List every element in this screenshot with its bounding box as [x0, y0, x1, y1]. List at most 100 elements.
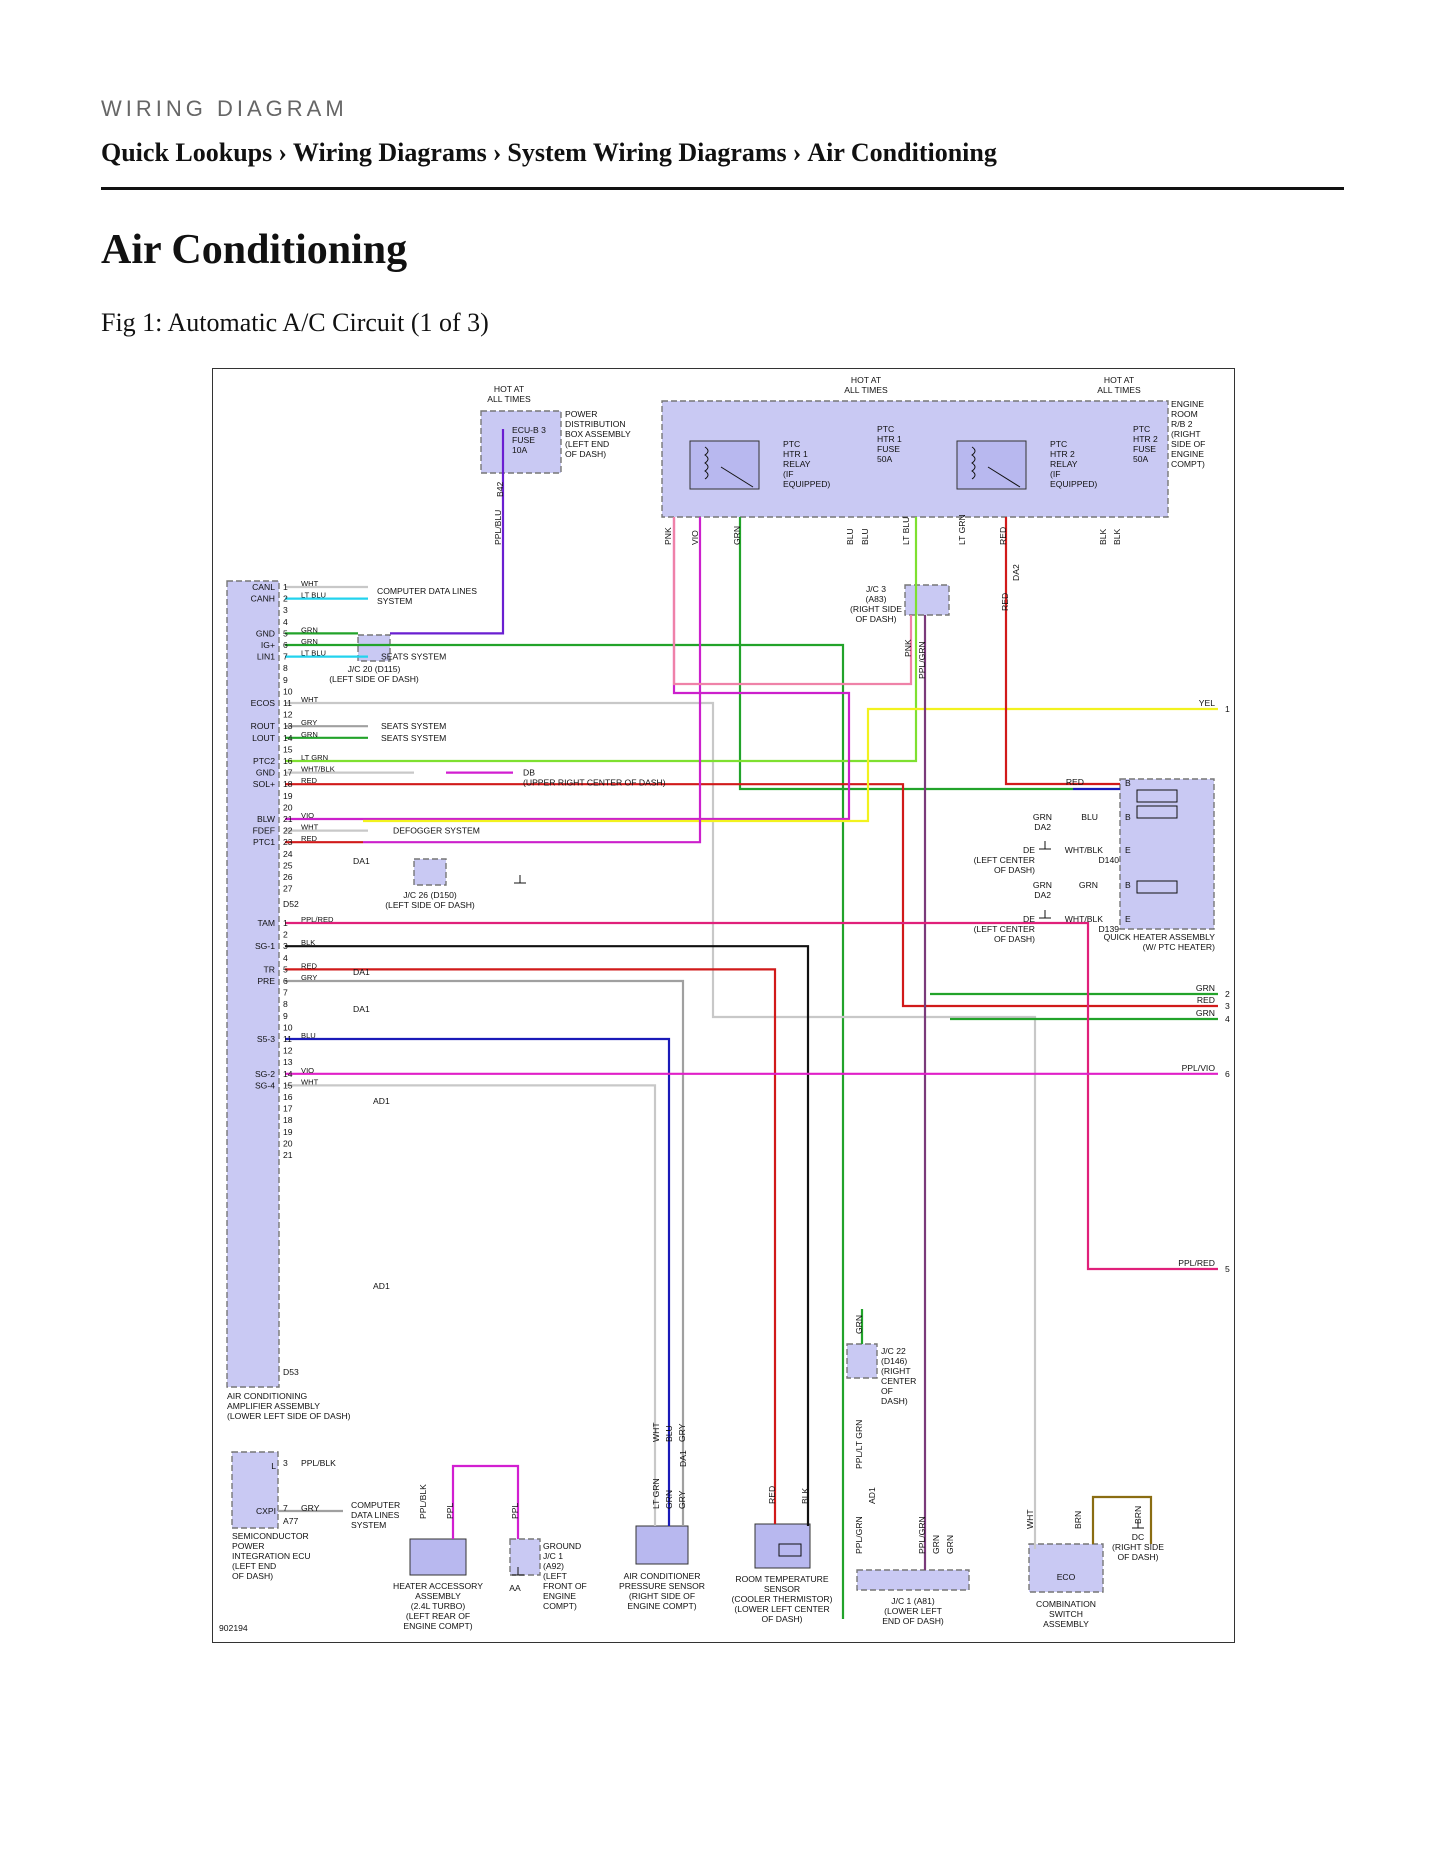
diagram-label: 18	[283, 779, 293, 789]
amplifier-pin-name: ECOS	[251, 698, 276, 708]
wire	[285, 1037, 671, 1526]
diagram-label: PPL/BLU	[493, 510, 503, 545]
diagram-label: RED	[301, 961, 318, 970]
relay-coil-icon	[704, 446, 1021, 488]
diagram-label: HOT AT	[1104, 375, 1135, 385]
inline-connector-label: AD1	[373, 1281, 390, 1291]
diagram-label: INTEGRATION ECU	[232, 1551, 311, 1561]
diagram-label: L	[271, 1461, 276, 1471]
wire	[285, 517, 918, 763]
diagram-label: 9	[283, 1011, 288, 1021]
diagram-label: D53	[283, 1367, 299, 1377]
diagram-label: EQUIPPED)	[783, 479, 830, 489]
diagram-label: RELAY	[783, 459, 811, 469]
diagram-label: 3	[283, 941, 288, 951]
diagram-label: ENGINE	[1171, 449, 1204, 459]
inline-connector-label: AD1	[373, 1096, 390, 1106]
diagram-label: AIR CONDITIONING	[227, 1391, 308, 1401]
breadcrumb: Quick Lookups›Wiring Diagrams›System Wir…	[101, 138, 997, 168]
diagram-label: (LEFT END	[565, 439, 609, 449]
offpage-ref: 4	[1225, 1014, 1230, 1024]
diagram-label: SEATS SYSTEM	[381, 733, 446, 743]
wire	[285, 701, 1037, 1549]
diagram-label: (LOWER LEFT CENTER	[734, 1604, 829, 1614]
diagram-label: PPL/BLK	[418, 1484, 428, 1519]
quick-heater-assembly	[1119, 778, 1215, 930]
diagram-label: 23	[283, 837, 293, 847]
diagram-label: 4	[283, 953, 288, 963]
diagram-label: 13	[283, 1057, 293, 1067]
diagram-label: RED	[767, 1486, 777, 1504]
diagram-label: HTR 2	[1133, 434, 1158, 444]
diagram-label: BLK	[800, 1487, 810, 1504]
diagram-label: B	[1125, 880, 1131, 890]
inline-connector-label: DA1	[353, 967, 370, 977]
diagram-label: J/C 1 (A81)	[891, 1596, 935, 1606]
diagram-label: RED	[998, 527, 1008, 545]
diagram-label: (RIGHT	[1171, 429, 1201, 439]
diagram-label: SIDE OF	[1171, 439, 1205, 449]
diagram-label: OF DASH)	[1117, 1552, 1158, 1562]
diagram-label: SWITCH	[1049, 1609, 1083, 1619]
diagram-label: AIR CONDITIONER	[624, 1571, 701, 1581]
diagram-label: GRN	[1033, 812, 1052, 822]
diagram-label: FRONT OF	[543, 1581, 587, 1591]
diagram-id: 902194	[219, 1623, 248, 1633]
diagram-label: COMPT)	[543, 1601, 577, 1611]
diagram-label: ENGINE	[543, 1591, 576, 1601]
breadcrumb-item-system-wiring-diagrams[interactable]: System Wiring Diagrams	[507, 138, 787, 167]
inline-connector-label: DA1	[353, 856, 370, 866]
wire	[390, 429, 505, 635]
diagram-label: 17	[283, 768, 293, 778]
diagram-label: GROUND	[543, 1541, 581, 1551]
diagram-label: 1	[283, 582, 288, 592]
wires-layer	[278, 429, 1218, 1619]
breadcrumb-separator: ›	[278, 138, 287, 167]
diagram-label: ENGINE COMPT)	[403, 1621, 472, 1631]
diagram-label: 8	[283, 663, 288, 673]
offpage-ref: 2	[1225, 989, 1230, 999]
diagram-label: 5	[283, 964, 288, 974]
breadcrumb-item-quick-lookups[interactable]: Quick Lookups	[101, 138, 273, 167]
resistor-icon	[778, 789, 1178, 1557]
diagram-label: VIO	[301, 811, 314, 820]
diagram-label: EQUIPPED)	[1050, 479, 1097, 489]
diagram-label: COMPT)	[1171, 459, 1205, 469]
amplifier-pin-name: SG-1	[255, 941, 275, 951]
diagram-label: 26	[283, 872, 293, 882]
diagram-label: 3	[283, 1458, 288, 1468]
ac-pressure-sensor	[635, 1525, 689, 1565]
section-kicker: WIRING DIAGRAM	[101, 96, 348, 121]
diagram-label: (A92)	[543, 1561, 564, 1571]
diagram-label: (LOWER LEFT SIDE OF DASH)	[227, 1411, 351, 1421]
diagram-label: ECO	[1057, 1572, 1076, 1582]
wire	[451, 1464, 520, 1539]
diagram-label: LT GRN	[651, 1478, 661, 1509]
diagram-label: OF DASH)	[994, 865, 1035, 875]
diagram-label: OF	[881, 1386, 893, 1396]
diagram-label: 9	[283, 675, 288, 685]
diagram-label: DISTRIBUTION	[565, 419, 626, 429]
diagram-label: PTC	[1133, 424, 1150, 434]
ptc-heater-2-relay	[956, 440, 1027, 490]
diagram-label: 12	[283, 1046, 293, 1056]
diagram-label: DE	[1023, 914, 1035, 924]
amplifier-pin-name: PTC2	[253, 756, 275, 766]
breadcrumb-item-wiring-diagrams[interactable]: Wiring Diagrams	[292, 138, 487, 167]
diagram-label: COMBINATION	[1036, 1599, 1096, 1609]
diagram-label: VIO	[301, 1066, 314, 1075]
diagram-label: OF DASH)	[855, 614, 896, 624]
diagram-label: (A83)	[865, 594, 886, 604]
diagram-label: 12	[283, 710, 293, 720]
diagram-label: GRN	[1033, 880, 1052, 890]
diagram-label: 7	[283, 988, 288, 998]
diagram-label: DATA LINES	[351, 1510, 400, 1520]
diagram-label: (D146)	[881, 1356, 907, 1366]
diagram-label: COMPUTER DATA LINES	[377, 586, 477, 596]
diagram-label: ECU-B 3	[512, 425, 546, 435]
diagram-label: PPL	[445, 1503, 455, 1519]
diagram-label: POWER	[232, 1541, 264, 1551]
breadcrumb-item-air-conditioning[interactable]: Air Conditioning	[807, 138, 997, 167]
diagram-label: 1	[283, 918, 288, 928]
diagram-label: DA1	[678, 1450, 688, 1467]
